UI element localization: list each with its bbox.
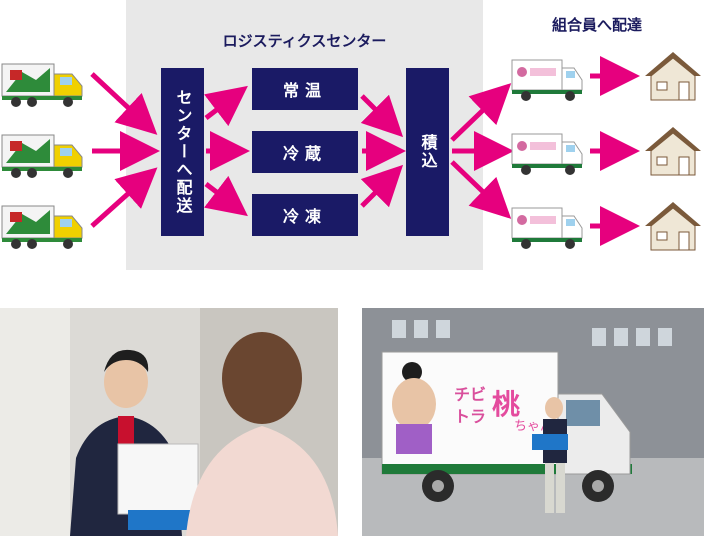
delivery-truck-icon xyxy=(511,59,583,102)
house-icon xyxy=(644,51,702,101)
storage-ambient-box: 常温 xyxy=(252,68,358,110)
storage-ambient-label: 常温 xyxy=(282,81,327,100)
logistics-center-title: ロジスティクスセンター xyxy=(222,32,387,50)
supplier-truck-icon xyxy=(1,134,83,179)
house-icon xyxy=(644,126,702,176)
svg-text:チビ: チビ xyxy=(454,385,486,404)
loading-label: 積込 xyxy=(418,134,438,170)
loading-box: 積込 xyxy=(406,68,449,236)
delivery-truck-icon xyxy=(511,207,583,250)
delivery-truck-icon xyxy=(511,133,583,176)
to-center-label: センターへ配送 xyxy=(173,89,193,215)
storage-frozen-box: 冷凍 xyxy=(252,194,358,236)
storage-chilled-box: 冷蔵 xyxy=(252,131,358,173)
svg-text:トラ: トラ xyxy=(454,407,486,426)
members-delivery-title: 組合員へ配達 xyxy=(551,16,642,34)
svg-text:桃: 桃 xyxy=(492,388,520,421)
storage-chilled-label: 冷蔵 xyxy=(282,144,327,163)
handover-photo xyxy=(0,308,338,536)
flow-diagram xyxy=(1,51,702,251)
to-center-box: センターへ配送 xyxy=(161,68,204,236)
truck-photo: チビ トラ 桃 ちゃん xyxy=(362,308,704,536)
house-icon xyxy=(644,201,702,251)
supplier-truck-icon xyxy=(1,205,83,250)
storage-frozen-label: 冷凍 xyxy=(282,207,327,226)
supplier-truck-icon xyxy=(1,63,83,108)
